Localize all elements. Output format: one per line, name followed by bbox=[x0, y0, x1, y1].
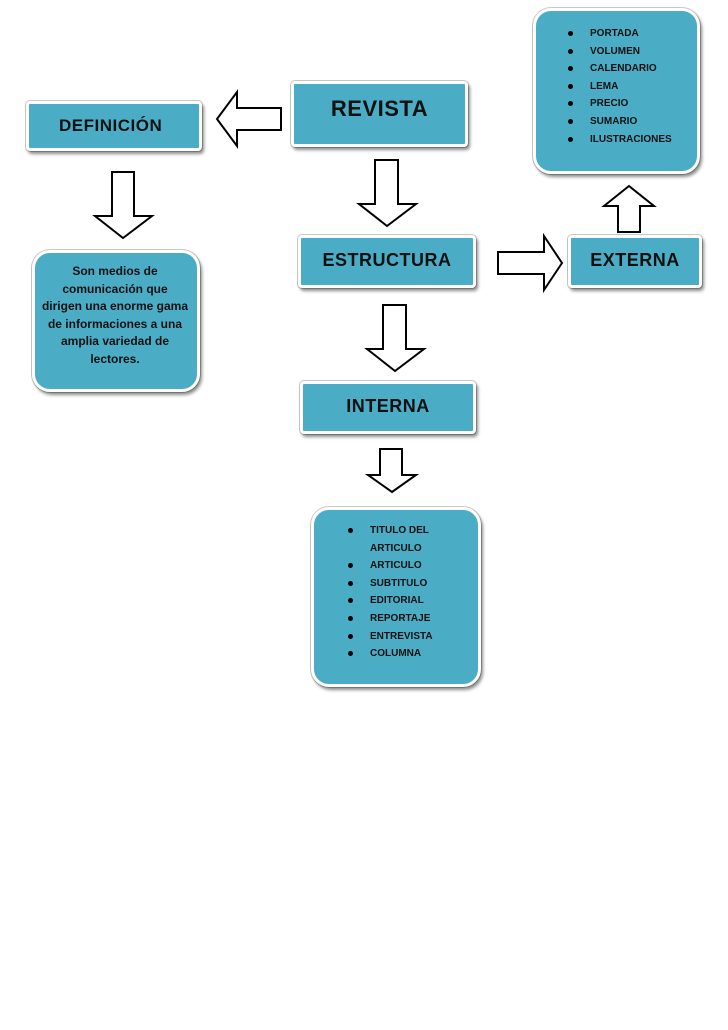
list-item: PORTADA bbox=[566, 25, 672, 43]
externa-node: EXTERNA bbox=[568, 235, 702, 288]
interna-items-list: TITULO DEL ARTICULO ARTICULO SUBTITULO E… bbox=[346, 522, 446, 663]
arrow-up-to-externa-items bbox=[601, 184, 657, 233]
list-item: LEMA bbox=[566, 78, 672, 96]
list-item: SUMARIO bbox=[566, 113, 672, 131]
arrow-right-to-externa bbox=[497, 232, 564, 294]
arrow-left-to-definicion bbox=[215, 88, 282, 150]
definition-text: Son medios de comunicación que dirigen u… bbox=[41, 264, 189, 366]
interna-label: INTERNA bbox=[346, 396, 430, 416]
definicion-node: DEFINICIÓN bbox=[26, 101, 202, 151]
list-item: TITULO DEL ARTICULO bbox=[346, 522, 446, 557]
list-item: PRECIO bbox=[566, 95, 672, 113]
list-item: REPORTAJE bbox=[346, 610, 446, 628]
definicion-label: DEFINICIÓN bbox=[59, 116, 163, 135]
list-item: CALENDARIO bbox=[566, 60, 672, 78]
estructura-node: ESTRUCTURA bbox=[298, 235, 476, 288]
externa-items-box: PORTADA VOLUMEN CALENDARIO LEMA PRECIO S… bbox=[533, 8, 700, 174]
arrow-down-to-interna bbox=[364, 304, 427, 373]
list-item: VOLUMEN bbox=[566, 43, 672, 61]
arrow-down-to-interna-items bbox=[364, 448, 420, 494]
definition-text-box: Son medios de comunicación que dirigen u… bbox=[32, 250, 200, 392]
externa-items-list: PORTADA VOLUMEN CALENDARIO LEMA PRECIO S… bbox=[566, 25, 672, 148]
list-item: EDITORIAL bbox=[346, 592, 446, 610]
list-item: SUBTITULO bbox=[346, 575, 446, 593]
interna-node: INTERNA bbox=[300, 381, 476, 434]
revista-label: REVISTA bbox=[330, 96, 429, 121]
list-item: COLUMNA bbox=[346, 645, 446, 663]
interna-items-box: TITULO DEL ARTICULO ARTICULO SUBTITULO E… bbox=[311, 507, 481, 687]
list-item: ARTICULO bbox=[346, 557, 446, 575]
list-item: ILUSTRACIONES bbox=[566, 131, 672, 149]
arrow-down-to-definition-text bbox=[92, 171, 155, 240]
list-item: ENTREVISTA bbox=[346, 628, 446, 646]
revista-node: REVISTA bbox=[291, 81, 468, 147]
estructura-label: ESTRUCTURA bbox=[322, 250, 452, 270]
externa-label: EXTERNA bbox=[590, 250, 680, 270]
arrow-down-to-estructura bbox=[356, 159, 419, 228]
